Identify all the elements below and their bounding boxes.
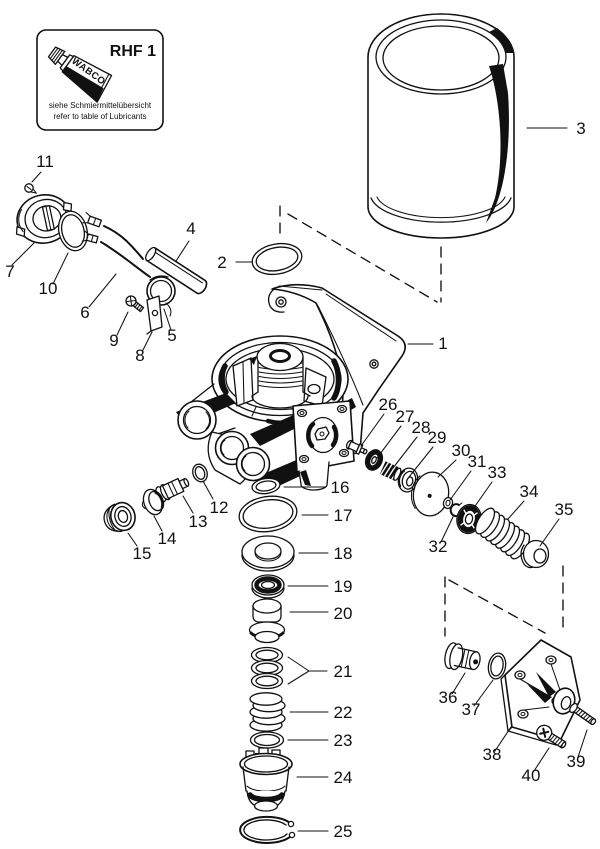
callout-31: 31 bbox=[468, 452, 487, 471]
part-37-oring bbox=[487, 652, 507, 680]
part-12-oring bbox=[192, 463, 208, 483]
callout-40: 40 bbox=[522, 766, 541, 785]
part-21-oring-set bbox=[250, 646, 284, 690]
callout-28: 28 bbox=[412, 418, 431, 437]
legend-note-de: siehe Schmiermittelübersicht bbox=[49, 101, 152, 110]
part-35-plug-cap bbox=[520, 539, 550, 569]
part-39-stud-screw bbox=[569, 702, 597, 726]
part-13-valve-stem bbox=[155, 477, 190, 503]
callout-25: 25 bbox=[334, 822, 353, 841]
part-7-bayonet-cap bbox=[15, 194, 74, 244]
callout-37: 37 bbox=[462, 700, 481, 719]
part-22-spring bbox=[249, 692, 286, 732]
part-16-oring bbox=[251, 477, 281, 495]
part-10-oring bbox=[57, 210, 89, 252]
callout-21: 21 bbox=[334, 662, 353, 681]
callout-9: 9 bbox=[109, 331, 118, 350]
callout-5: 5 bbox=[167, 326, 176, 345]
callout-13: 13 bbox=[189, 512, 208, 531]
part-27-seal-ring bbox=[364, 449, 384, 471]
part-17-oring-large bbox=[238, 495, 298, 533]
part-40-phillips-screw bbox=[536, 724, 567, 749]
callout-23: 23 bbox=[334, 731, 353, 750]
part-20-valve-piston bbox=[248, 598, 286, 644]
part-36-silencer-bushing bbox=[444, 642, 481, 671]
legend-note-en: refer to table of Lubricants bbox=[54, 112, 147, 121]
part-6-heater-cable bbox=[81, 212, 151, 278]
callout-2: 2 bbox=[217, 253, 226, 272]
part-25-snap-ring bbox=[239, 815, 296, 844]
callout-7: 7 bbox=[5, 262, 14, 281]
callout-27: 27 bbox=[396, 407, 415, 426]
callout-11: 11 bbox=[36, 152, 54, 171]
leader-lines bbox=[11, 127, 588, 832]
callout-35: 35 bbox=[555, 500, 574, 519]
callout-32: 32 bbox=[429, 537, 448, 556]
part-2-oring bbox=[251, 242, 303, 276]
part-19-seal-grommet bbox=[251, 574, 285, 599]
assembly-axis-dashed-lines bbox=[279, 205, 564, 637]
legend-code: RHF 1 bbox=[110, 43, 156, 60]
callout-14: 14 bbox=[158, 529, 177, 548]
callout-22: 22 bbox=[334, 703, 353, 722]
callout-16: 16 bbox=[331, 478, 350, 497]
callout-29: 29 bbox=[428, 428, 447, 447]
part-3-desiccant-cartridge bbox=[367, 13, 515, 239]
part-18-washer bbox=[241, 535, 295, 572]
callout-8: 8 bbox=[135, 346, 144, 365]
callout-4: 4 bbox=[186, 219, 195, 238]
part-15-threaded-plug bbox=[103, 501, 136, 532]
part-24-valve-assembly bbox=[239, 747, 293, 812]
part-8-bracket bbox=[146, 295, 163, 335]
callout-15: 15 bbox=[133, 544, 152, 563]
callout-numbers: 1 2 3 4 5 6 7 8 9 10 11 12 13 14 15 16 1… bbox=[5, 119, 585, 841]
callout-6: 6 bbox=[80, 303, 89, 322]
part-1-housing bbox=[176, 283, 406, 492]
callout-24: 24 bbox=[334, 768, 353, 787]
callout-33: 33 bbox=[488, 463, 507, 482]
callout-34: 34 bbox=[520, 482, 539, 501]
part-9-screw bbox=[125, 295, 145, 313]
lubricant-legend-box: RHF 1 WABCO siehe Schmiermittelübersicht… bbox=[36, 29, 164, 131]
callout-12: 12 bbox=[210, 498, 229, 517]
callout-26: 26 bbox=[379, 395, 398, 414]
part-38-flange-cover bbox=[500, 639, 581, 746]
part-23-oring bbox=[249, 731, 285, 749]
callout-18: 18 bbox=[334, 544, 353, 563]
part-14-valve-disc bbox=[141, 488, 165, 516]
callout-3: 3 bbox=[576, 119, 585, 138]
callout-36: 36 bbox=[439, 688, 458, 707]
callout-10: 10 bbox=[39, 279, 58, 298]
part-34-spring-large bbox=[474, 507, 531, 560]
callout-38: 38 bbox=[483, 745, 502, 764]
callout-30: 30 bbox=[452, 441, 471, 460]
callout-20: 20 bbox=[334, 604, 353, 623]
callout-39: 39 bbox=[567, 752, 586, 771]
part-11-screw bbox=[24, 183, 37, 194]
callout-19: 19 bbox=[334, 577, 353, 596]
callout-1: 1 bbox=[438, 334, 447, 353]
part-4-heater-cartridge bbox=[144, 246, 208, 295]
callout-17: 17 bbox=[334, 506, 353, 525]
